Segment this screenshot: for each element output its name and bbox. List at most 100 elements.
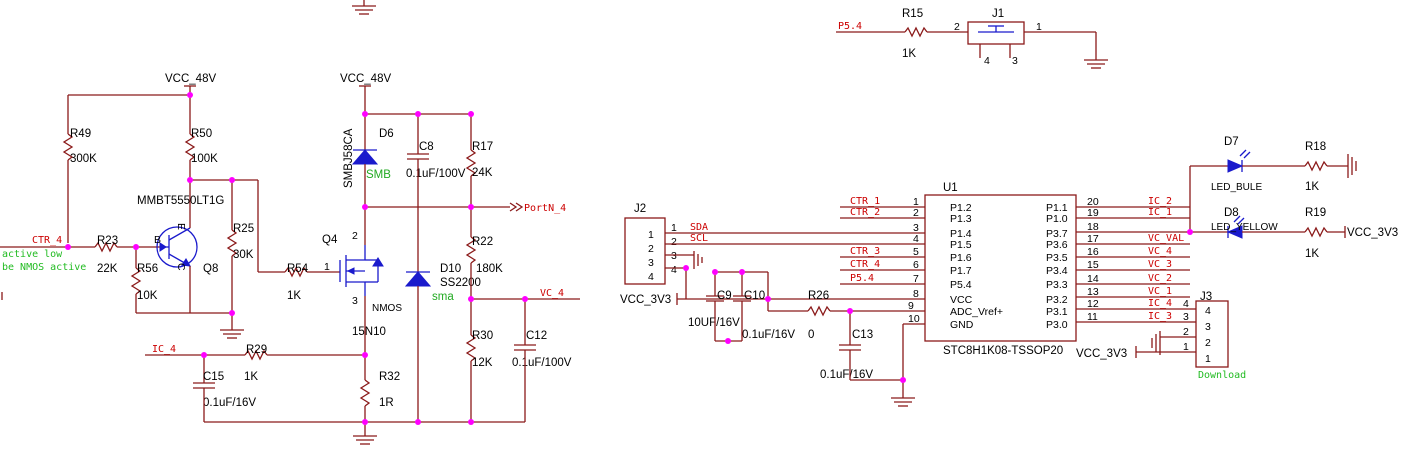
c8-value: 0.1uF/100V xyxy=(406,168,466,180)
net-label-vcc48-mid: VCC_48V xyxy=(340,73,391,85)
j3-note: Download xyxy=(1198,370,1246,381)
j2-pin4-inner: 4 xyxy=(648,271,654,283)
u1-right-name-16: P3.5 xyxy=(1046,252,1068,264)
u1-right-name-18: P3.7 xyxy=(1046,228,1068,240)
q8-pin-b: B xyxy=(154,234,161,246)
r23-ref: R23 xyxy=(97,235,118,247)
mcu-u1: U1 STC8H1K08-TSSOP20 CTR_1 1 P1.2 CTR_2 … xyxy=(840,182,1190,357)
u1-left-num-3: 3 xyxy=(913,222,919,234)
u1-right-num-19: 19 xyxy=(1087,207,1099,219)
q4-pin2: 2 xyxy=(352,230,358,242)
u1-left-num-1: 1 xyxy=(913,196,919,208)
ground-symbol-r32 xyxy=(353,435,377,445)
j2-pin3-inner: 3 xyxy=(648,257,654,269)
u1-ref: U1 xyxy=(943,182,958,194)
u1-left-name-6: P1.7 xyxy=(950,265,972,277)
net-label-vcc3v3-j2: VCC_3V3 xyxy=(620,294,671,306)
r56-ref: R56 xyxy=(137,263,158,275)
u1-left-net-7: P5.4 xyxy=(850,273,874,284)
resistor-r22: R22 180K xyxy=(465,236,503,275)
u1-right-num-20: 20 xyxy=(1087,196,1099,208)
net-label-ic4: IC_4 xyxy=(152,344,176,355)
r30-value: 12K xyxy=(472,357,493,369)
r22-ref: R22 xyxy=(472,236,493,248)
c15-ref: C15 xyxy=(203,371,224,383)
u1-right-num-16: 16 xyxy=(1087,246,1099,258)
u1-left-name-9: ADC_Vref+ xyxy=(950,306,1003,318)
r23-value: 22K xyxy=(97,263,118,275)
button-j1-block: P5.4 R15 1K 2 J1 4 3 1 xyxy=(836,8,1108,69)
tvs-diode-d6: SMBJ58CA D6 SMB xyxy=(343,128,394,188)
r32-ref: R32 xyxy=(379,371,400,383)
connector-j2-block: J2 1 2 3 4 1 2 3 4 SDA SCL VCC_3V3 C9 10… xyxy=(620,203,925,407)
r54-ref: R54 xyxy=(287,263,309,275)
u1-right-net-12: IC_4 xyxy=(1148,298,1172,309)
u1-left-net-1: CTR_1 xyxy=(850,196,880,207)
c12-ref: C12 xyxy=(526,330,547,342)
u1-left-name-1: P1.2 xyxy=(950,202,972,214)
capacitor-c9: C9 10UF/16V xyxy=(688,290,740,329)
u1-right-net-16: VC_4 xyxy=(1148,246,1172,257)
u1-right-num-17: 17 xyxy=(1087,233,1099,245)
c9-ref: C9 xyxy=(717,290,732,302)
net-label-sda: SDA xyxy=(690,222,708,233)
u1-right-name-13: P3.2 xyxy=(1046,294,1068,306)
u1-right-num-13: 13 xyxy=(1087,286,1099,298)
ground-symbol-j3 xyxy=(1151,331,1161,355)
note-nmos-active: be NMOS active xyxy=(2,262,86,273)
d6-ref: D6 xyxy=(379,128,394,140)
q4-type: NMOS xyxy=(372,303,402,314)
c10-ref: C10 xyxy=(744,290,765,302)
resistor-r17: R17 24K xyxy=(465,141,493,179)
j2-pin4: 4 xyxy=(671,264,677,276)
r19-ref: R19 xyxy=(1305,207,1326,219)
u1-right-net-14: VC_2 xyxy=(1148,273,1172,284)
j3-pin4-inner: 4 xyxy=(1205,305,1211,317)
u1-left-num-7: 7 xyxy=(913,273,919,285)
u1-left-num-10: 10 xyxy=(908,313,920,325)
r19-value: 1K xyxy=(1305,248,1319,260)
u1-left-name-10: GND xyxy=(950,319,974,331)
u1-left-num-8: 8 xyxy=(913,288,919,300)
resistor-r19: R19 1K xyxy=(1304,207,1328,260)
d6-value: SMBJ58CA xyxy=(343,128,355,188)
q4-value: 15N10 xyxy=(352,326,386,338)
j2-pin2-inner: 2 xyxy=(648,243,654,255)
q4-pin1: 1 xyxy=(324,261,330,273)
u1-left-net-5: CTR_3 xyxy=(850,246,880,257)
resistor-r49: R49 300K xyxy=(62,128,97,165)
c10-value: 0.1uF/16V xyxy=(742,329,795,341)
j3-pin2: 2 xyxy=(1183,326,1189,338)
r17-ref: R17 xyxy=(472,141,493,153)
j1-pin1: 1 xyxy=(1036,21,1042,33)
net-label-vc4: VC_4 xyxy=(540,288,564,299)
c13-value: 0.1uF/16V xyxy=(820,369,873,381)
j1-pin4: 4 xyxy=(984,55,990,67)
j3-pin3: 3 xyxy=(1183,311,1189,323)
u1-left-name-7: P5.4 xyxy=(950,279,972,291)
r15-ref: R15 xyxy=(902,8,923,20)
ground-symbol-j1 xyxy=(1084,59,1108,69)
capacitor-c13: C13 0.1uF/16V xyxy=(820,329,873,381)
r30-ref: R30 xyxy=(472,330,493,342)
r49-value: 300K xyxy=(70,153,97,165)
resistor-r50: R50 100K xyxy=(184,128,218,165)
u1-left-num-4: 4 xyxy=(913,233,919,245)
j2-ref: J2 xyxy=(634,203,646,215)
c9-value: 10UF/16V xyxy=(688,317,740,329)
junction-dots xyxy=(65,92,1193,425)
q8-pin-c: C xyxy=(175,263,187,271)
led-d8: D8 LED_YELLOW xyxy=(1211,207,1278,239)
u1-left-num-9: 9 xyxy=(908,300,914,312)
d10-package: sma xyxy=(432,291,454,303)
d8-value: LED_YELLOW xyxy=(1211,222,1278,233)
led-block: D7 LED_BULE R18 1K D8 LED_YELLOW R19 1K … xyxy=(1189,136,1398,260)
u1-right-net-13: VC_1 xyxy=(1148,286,1172,297)
r25-value: 30K xyxy=(233,249,254,261)
q8-value: MMBT5550LT1G xyxy=(137,195,224,207)
q4-ref: Q4 xyxy=(322,234,338,246)
j2-pin3: 3 xyxy=(671,250,677,262)
j3-ref: J3 xyxy=(1200,291,1212,303)
resistor-r18: R18 1K xyxy=(1304,141,1328,193)
u1-right-net-19: IC_1 xyxy=(1148,207,1172,218)
